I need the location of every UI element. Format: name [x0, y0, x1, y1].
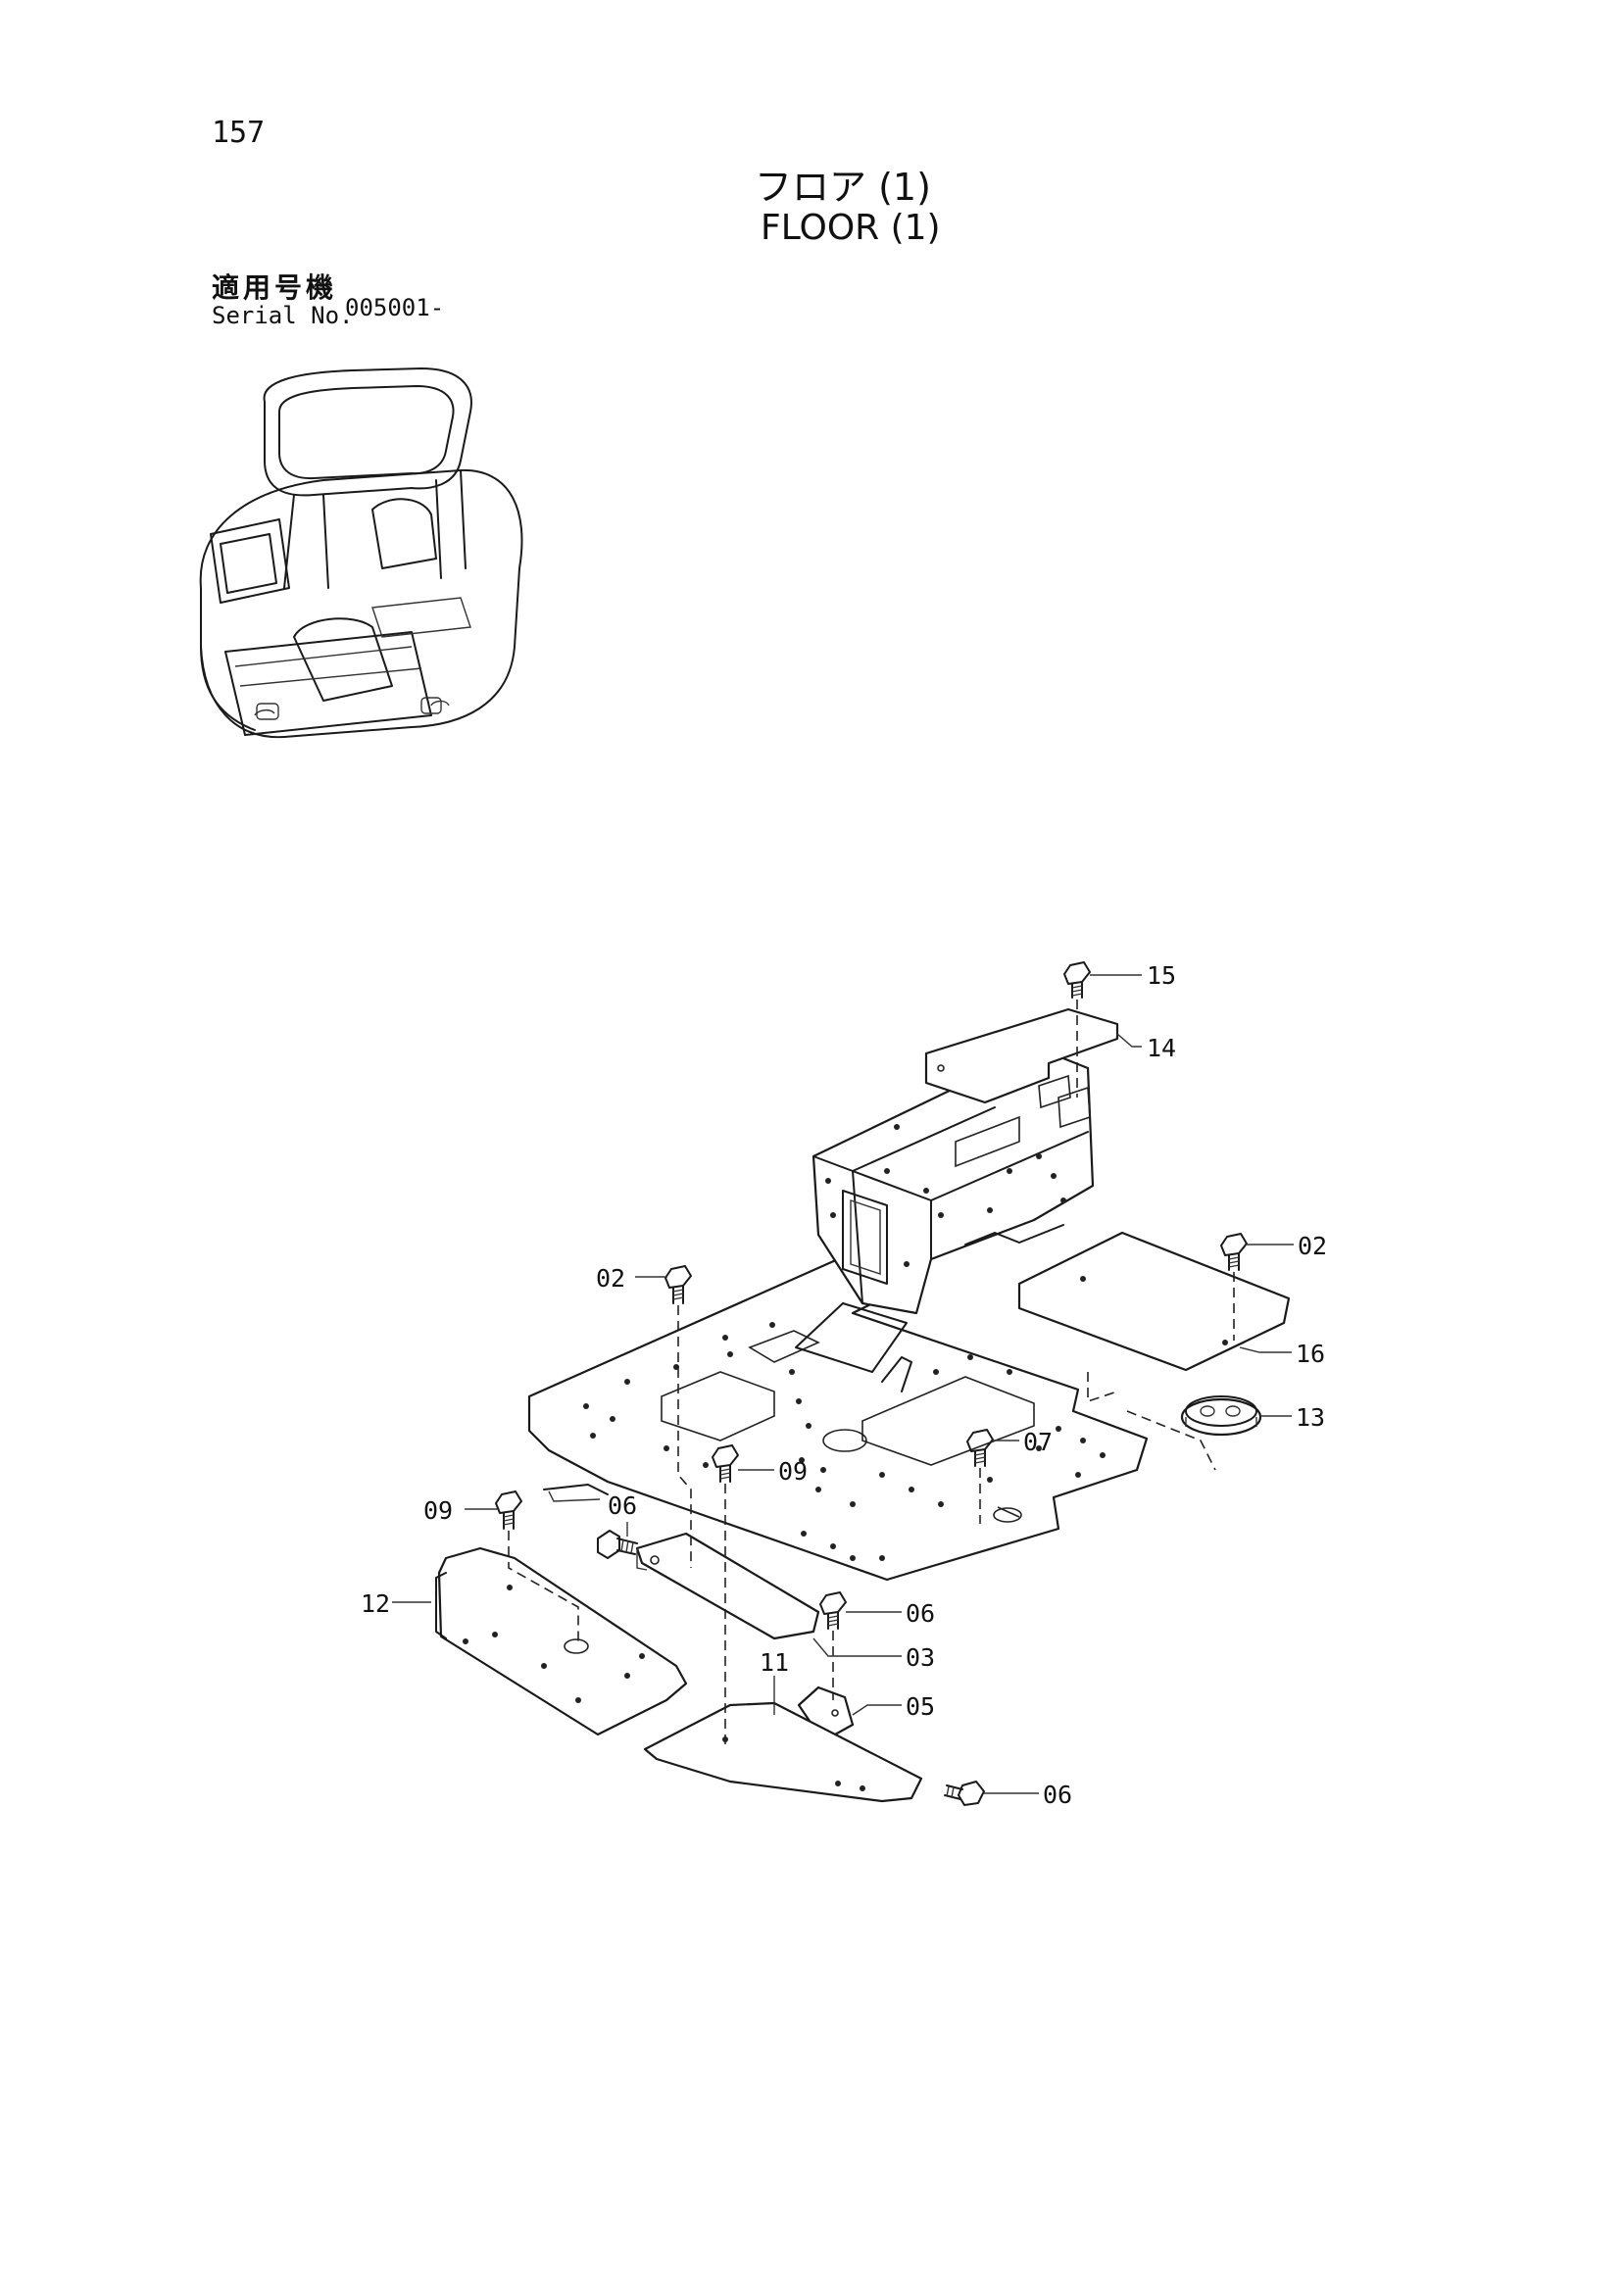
bolt-06-bottom [944, 1781, 985, 1806]
bottom-plate [643, 1701, 923, 1803]
callout-13: 13 [1296, 1403, 1325, 1432]
callout-02-right: 02 [1298, 1232, 1327, 1260]
bolt-02-left [664, 1265, 692, 1304]
callout-07: 07 [1023, 1428, 1053, 1456]
page-title-en: FLOOR (1) [761, 208, 941, 248]
callout-06-bracket: 06 [906, 1599, 935, 1628]
cover-plate [924, 1007, 1119, 1104]
callout-06-side: 06 [608, 1491, 637, 1520]
serial-label-en: Serial No. [212, 302, 354, 329]
page-title-jp: フロア (1) [755, 166, 931, 209]
floor-assembly-drawing [392, 961, 1294, 1806]
left-cover [437, 1546, 688, 1736]
bolt-15 [1063, 961, 1091, 999]
bolt-06-bracket [819, 1591, 847, 1630]
callout-06-bottom: 06 [1043, 1781, 1072, 1809]
bracket-03 [635, 1532, 820, 1640]
callout-09-left: 09 [423, 1496, 453, 1525]
callout-02-left: 02 [596, 1264, 625, 1293]
bolt-07 [966, 1429, 994, 1467]
callout-05: 05 [906, 1692, 935, 1721]
bolt-09-center [712, 1444, 739, 1483]
callout-14: 14 [1147, 1034, 1176, 1062]
callout-03: 03 [906, 1643, 935, 1672]
serial-value: 005001- [345, 294, 445, 321]
callout-12: 12 [361, 1589, 390, 1618]
right-plate [1017, 1231, 1291, 1372]
grommet [1180, 1395, 1262, 1437]
page-number: 157 [212, 116, 266, 150]
bolt-09-left [495, 1490, 522, 1530]
callout-11: 11 [760, 1648, 789, 1677]
callout-09-center: 09 [778, 1457, 808, 1486]
serial-label-jp: 適用号機 [212, 271, 338, 304]
bolt-02-right [1220, 1233, 1248, 1271]
cab-overview-thumbnail [199, 367, 523, 739]
callout-15: 15 [1147, 961, 1176, 990]
callout-16: 16 [1296, 1340, 1325, 1368]
callout-labels: 15 14 02 02 16 13 07 09 09 06 06 03 05 1… [361, 961, 1327, 1809]
bolt-06-side [597, 1530, 638, 1559]
